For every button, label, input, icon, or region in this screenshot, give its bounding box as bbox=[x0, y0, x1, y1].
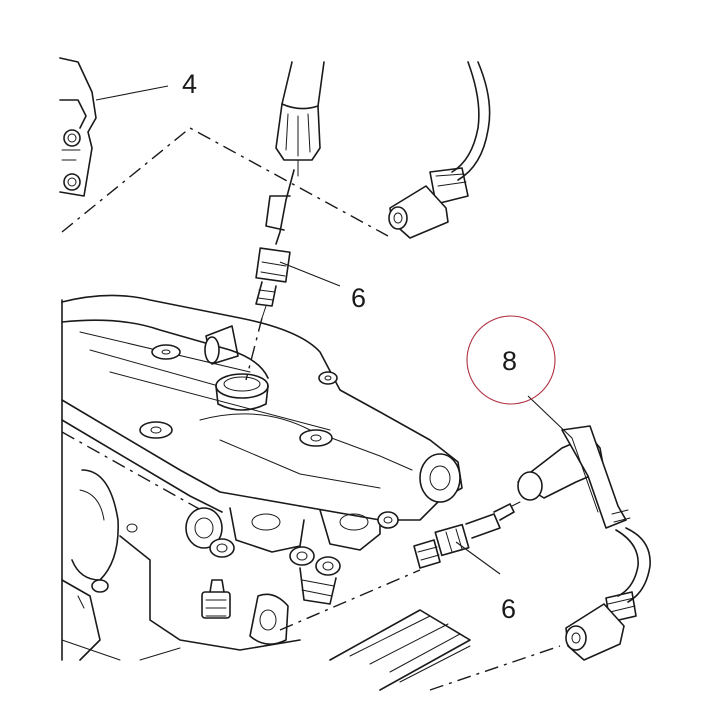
callout-4: 4 bbox=[182, 69, 197, 99]
cylinder-head-icon bbox=[61, 294, 471, 691]
callout-6-upper: 6 bbox=[351, 283, 366, 313]
callout-8: 8 bbox=[502, 346, 517, 376]
assembly-reference-lines bbox=[61, 127, 561, 691]
nut-icon bbox=[209, 538, 235, 558]
callout-6-lower: 6 bbox=[501, 594, 516, 624]
nut-icon bbox=[201, 579, 231, 619]
ignition-cable-lower-icon bbox=[517, 425, 651, 661]
leader-lines bbox=[95, 85, 573, 575]
nut-icon bbox=[77, 523, 138, 609]
spark-plug-lower-icon bbox=[413, 501, 521, 569]
nut-icon bbox=[289, 546, 341, 605]
spark-plug-upper-icon bbox=[255, 169, 295, 319]
ignition-cable-upper-icon bbox=[388, 61, 491, 239]
highlight-circle bbox=[466, 315, 556, 405]
bracket-icon bbox=[59, 57, 97, 197]
nut-icon bbox=[377, 511, 399, 529]
plug-socket-icon bbox=[275, 61, 325, 177]
